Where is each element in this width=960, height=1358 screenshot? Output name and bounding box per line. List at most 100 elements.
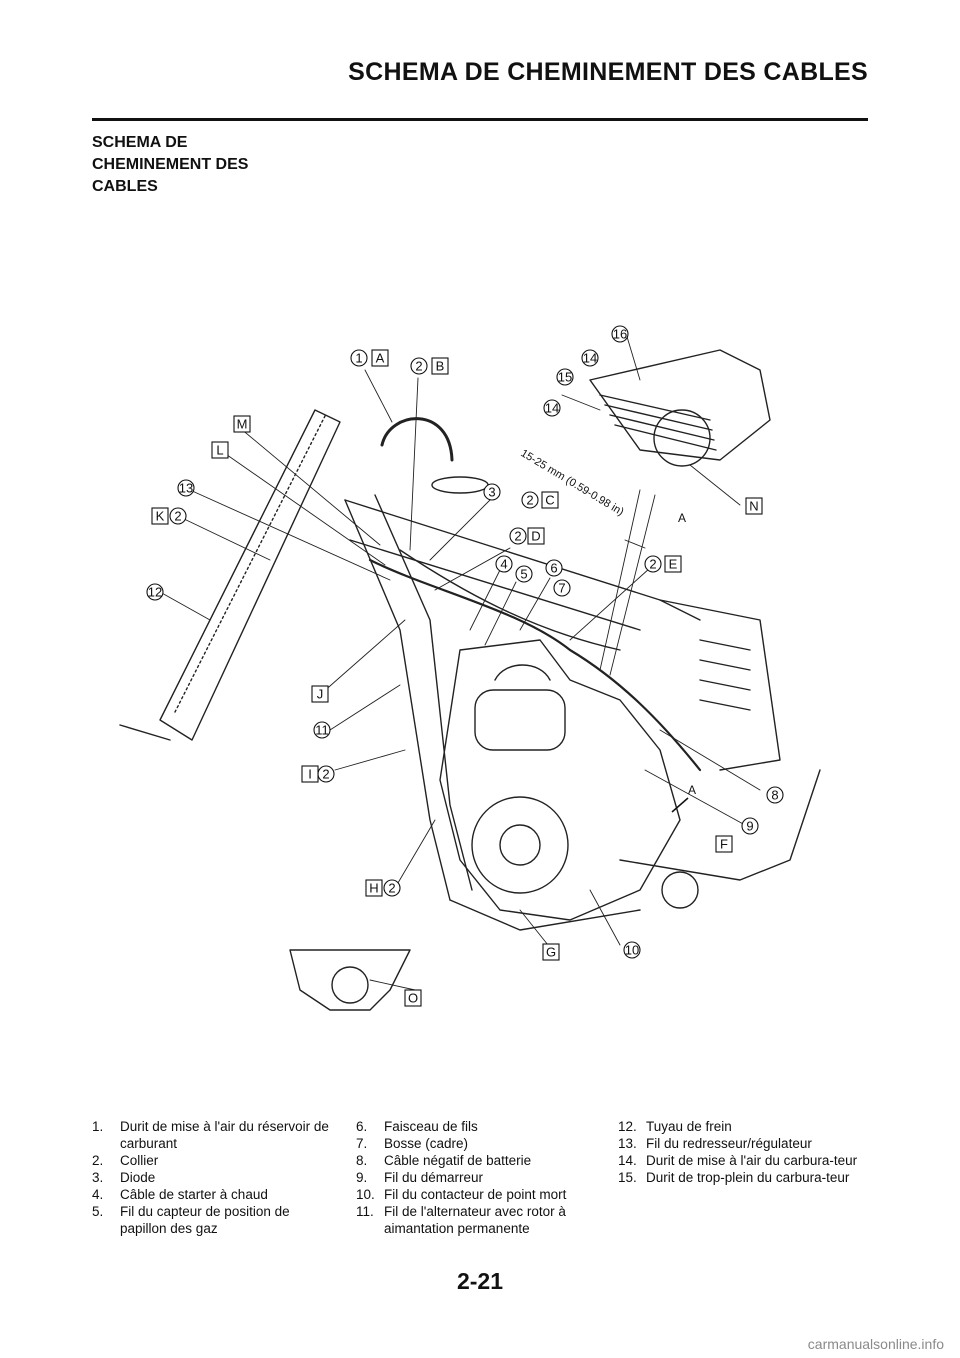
callout-letter-j: J [317,687,324,702]
legend-text: Durit de mise à l'air du carbura-teur [646,1153,858,1168]
callout-letter-n: N [749,499,758,514]
legend-text: Fil du démarreur [384,1170,484,1185]
callout-9: 9 [746,819,753,834]
legend-item: 11. Fil de l'alternateur avec rotor à aim… [356,1203,600,1237]
legend-num: 13. [618,1136,637,1151]
cable-routing-diagram: 15-25 mm (0.59-0.98 in) A 1 2 16 14 15 1… [119,325,821,1011]
section-title-line-1: SCHEMA DE [92,134,188,151]
legend-num: 7. [356,1136,368,1151]
callout-letter-h: H [369,881,378,896]
legend-num: 15. [618,1170,637,1185]
callout-2-h: 2 [388,881,395,896]
callout-2-e: 2 [649,557,656,572]
legend-text: Câble de starter à chaud [120,1187,268,1202]
callout-letter-i: I [308,767,312,782]
callout-letter-e: E [669,557,678,572]
legend-item: 10. Fil du contacteur de point mort [356,1186,600,1203]
engine-cover [471,796,569,894]
callout-1: 1 [355,351,362,366]
legend-item: 15. Durit de trop-plein du carbura-teur [618,1169,868,1186]
legend-item: 7. Bosse (cadre) [356,1135,600,1152]
wire-harness [368,558,702,772]
callout-12: 12 [148,585,162,600]
callout-letter-b: B [436,359,445,374]
headlight-inset [289,949,411,1011]
legend-item: 13. Fil du redresseur/régulateur [618,1135,868,1152]
view-arrow-label: A [688,783,696,797]
legend-num: 1. [92,1119,104,1134]
callout-2-k: 2 [174,509,181,524]
callout-letter-l: L [216,443,223,458]
callout-letter-g: G [546,945,556,960]
engine-block [439,639,681,921]
legend-column-3: 12.Tuyau de frein 13. Fil du redresseur/r… [618,1118,868,1186]
legend-text: Diode [120,1170,156,1185]
legend-item: 12.Tuyau de frein [618,1118,868,1135]
callout-letter-d: D [531,529,540,544]
watermark: carmanualsonline.info [807,1336,944,1352]
legend-num: 6. [356,1119,368,1134]
legend-text: Fil du contacteur de point mort [384,1187,567,1202]
callout-11: 11 [315,723,329,738]
legend-num: 10. [356,1187,375,1202]
legend-num: 4. [92,1187,104,1202]
callout-8: 8 [771,788,778,803]
legend-text: Câble négatif de batterie [384,1153,532,1168]
legend-item: 14. Durit de mise à l'air du carbura-teur [618,1152,868,1169]
legend-text: Fil du redresseur/régulateur [646,1136,812,1151]
front-fork [159,409,341,741]
callout-7: 7 [558,581,565,596]
legend-item: 4. Câble de starter à chaud [92,1186,338,1203]
legend-text: Fil du capteur de position de papillon d… [120,1204,290,1236]
legend-text: Durit de mise à l'air du réservoir de ca… [120,1119,329,1151]
callout-3: 3 [488,485,495,500]
callout-2-i: 2 [322,767,329,782]
legend-text: Fil de l'alternateur avec rotor à aimant… [384,1204,566,1236]
legend-item: 9. Fil du démarreur [356,1169,600,1186]
legend-num: 11. [356,1204,374,1219]
legend-num: 9. [356,1170,368,1185]
header-rule [92,118,868,121]
legend-num: 5. [92,1204,104,1219]
callout-14-top: 14 [583,351,597,366]
legend-num: 14. [618,1153,637,1168]
callout-13: 13 [179,481,193,496]
callout-letter-k: K [156,509,165,524]
callout-letter-f: F [720,837,728,852]
callout-14-bottom: 14 [545,401,559,416]
legend-column-2: 6. Faisceau de fils 7. Bosse (cadre) 8.Câb… [356,1118,600,1237]
page-header-title: SCHEMA DE CHEMINEMENT DES CABLES [348,58,868,86]
legend-text: Bosse (cadre) [384,1136,469,1151]
frame-downtube [344,499,451,901]
callout-letter-m: M [237,417,248,432]
page-number: 2-21 [456,1268,504,1294]
callout-15: 15 [558,370,572,385]
callout-10: 10 [625,943,639,958]
legend-item: 3. Diode [92,1169,338,1186]
dimension-label: 15-25 mm (0.59-0.98 in) [518,447,625,518]
legend-item: 6. Faisceau de fils [356,1118,600,1135]
legend-text: Durit de trop-plein du carbura-teur [646,1170,850,1185]
callout-2-b: 2 [415,359,422,374]
legend-text: Faisceau de fils [384,1119,478,1134]
section-title-line-3: CABLES [92,178,158,195]
callout-letter-a: A [376,351,385,366]
callout-letter-c: C [545,493,554,508]
legend-item: 8.Câble négatif de batterie [356,1152,600,1169]
section-title-line-2: CHEMINEMENT DES [92,156,249,173]
inset-detail [589,349,771,461]
legend-item: 1. Durit de mise à l'air du réservoir de … [92,1118,338,1152]
callout-4: 4 [500,557,507,572]
legend-text: Tuyau de frein [646,1119,732,1134]
swingarm-pivot [661,871,699,909]
callout-2-d: 2 [514,529,521,544]
legend-num: 3. [92,1170,104,1185]
breather-hose [380,417,454,462]
section-title: SCHEMA DE CHEMINEMENT DES CABLES [92,132,312,198]
legend-column-1: 1. Durit de mise à l'air du réservoir de … [92,1118,338,1237]
legend-num: 2. [92,1153,104,1168]
callout-6: 6 [550,561,557,576]
view-mark-a: A [678,511,686,525]
callout-16: 16 [613,327,627,342]
legend-text: Collier [120,1153,159,1168]
